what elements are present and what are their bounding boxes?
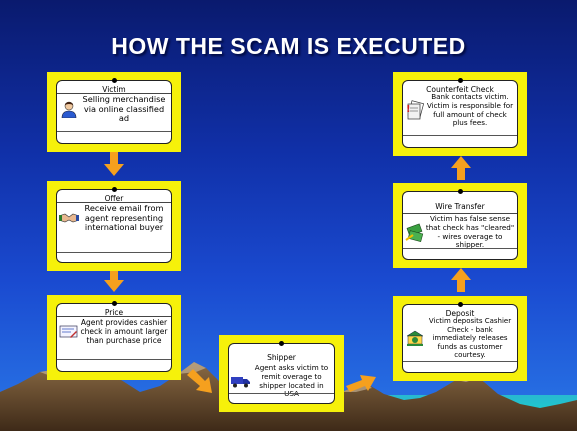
connector-dot xyxy=(111,301,117,306)
step-heading: Wire Transfer xyxy=(403,192,517,214)
arrow-shipper-to-deposit xyxy=(346,375,376,392)
connector-dot xyxy=(111,78,117,83)
step-description: Victim has false sense that check has "c… xyxy=(425,214,515,250)
step-heading: Counterfeit Check xyxy=(426,85,494,94)
step-description: Selling merchandise via online classifie… xyxy=(82,94,166,124)
step-deposit-card: Deposit Victim deposits Cashier Check - … xyxy=(393,296,527,381)
step-heading: Price xyxy=(57,304,171,317)
step-offer-card: Offer Receive email from agent represent… xyxy=(47,181,181,271)
step-description: Receive email from agent representing in… xyxy=(84,203,164,233)
svg-text:!: ! xyxy=(406,104,411,115)
arrow-wire-to-counterfeit xyxy=(451,156,471,180)
step-heading: Victim xyxy=(57,81,171,94)
bank-icon xyxy=(405,328,425,348)
person-icon xyxy=(59,99,79,119)
connector-dot xyxy=(279,341,284,346)
step-heading: Deposit xyxy=(445,309,475,318)
step-shipper-card: Shipper Agent asks victim to remit overa… xyxy=(219,335,344,412)
connector-dot xyxy=(457,189,463,194)
step-description: Bank contacts victim. Victim is responsi… xyxy=(426,92,514,128)
slide-title: HOW THE SCAM IS EXECUTED xyxy=(111,33,466,59)
step-description: Victim deposits Cashier Check - bank imm… xyxy=(428,317,512,360)
handshake-icon xyxy=(59,208,79,228)
truck-icon xyxy=(231,372,251,392)
arrow-price-to-shipper xyxy=(187,369,212,393)
alert-document-icon: ! xyxy=(405,99,425,121)
arrow-victim-to-offer xyxy=(104,152,124,176)
arrow-offer-to-price xyxy=(104,270,124,292)
step-wire-transfer-card: Wire Transfer Victim has false sense tha… xyxy=(393,183,527,268)
connector-dot xyxy=(457,302,463,307)
step-description: Agent provides cashier check in amount l… xyxy=(80,318,168,345)
money-wire-icon xyxy=(405,223,425,243)
step-price-card: Price Agent provides cashier check in am… xyxy=(47,295,181,380)
step-victim-card: Victim Selling merchandise via online cl… xyxy=(47,72,181,152)
step-counterfeit-check-card: Counterfeit Check ! Bank contacts victim… xyxy=(393,72,527,156)
arrow-deposit-to-wire xyxy=(451,268,471,292)
step-heading: Offer xyxy=(57,190,171,203)
connector-dot xyxy=(111,187,117,192)
connector-dot xyxy=(457,78,463,83)
step-heading: Shipper xyxy=(267,353,296,362)
check-document-icon xyxy=(59,322,79,342)
